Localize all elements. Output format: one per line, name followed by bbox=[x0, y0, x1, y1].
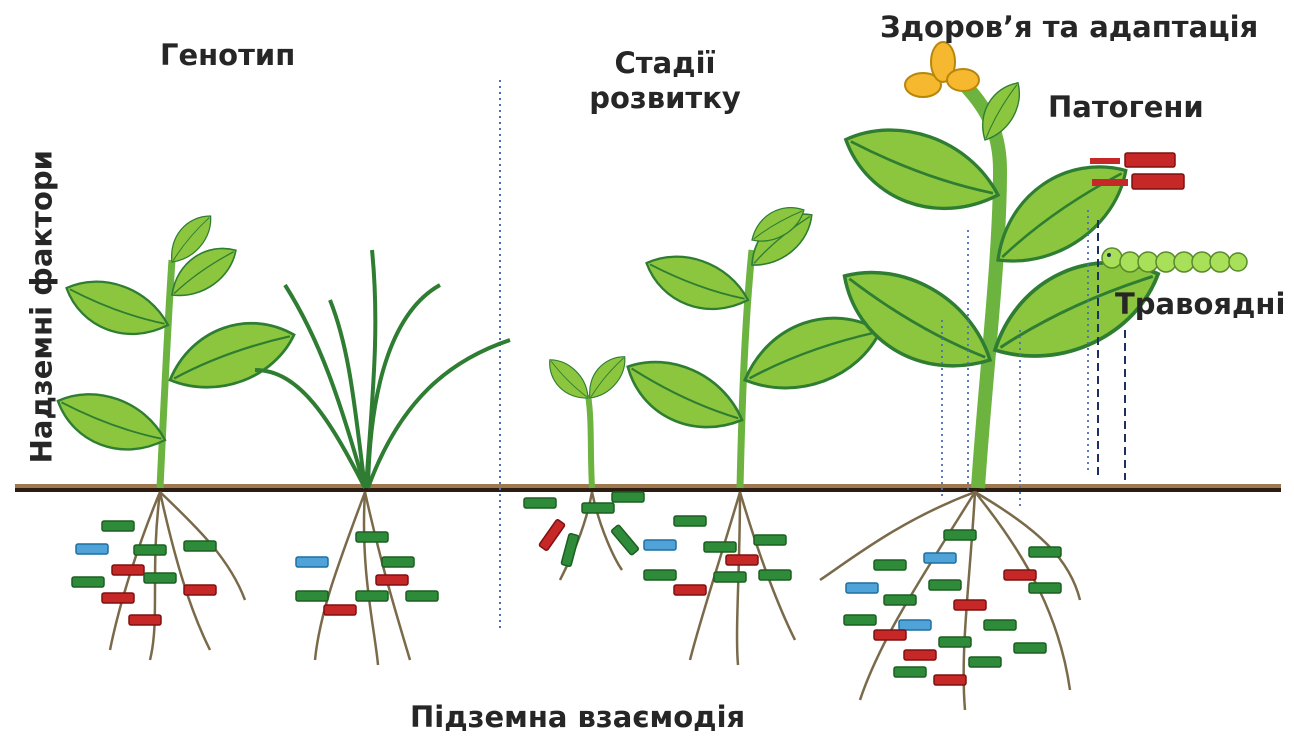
flower-icon bbox=[905, 42, 979, 97]
microbe-rod-icon bbox=[134, 545, 166, 555]
microbe-rod-icon bbox=[894, 667, 926, 677]
leaf-icon bbox=[49, 380, 173, 465]
microbe-rod-icon bbox=[324, 605, 356, 615]
microbe-rod-icon bbox=[844, 615, 876, 625]
soil-surface-line bbox=[15, 484, 1281, 492]
microbe-rod-icon bbox=[524, 498, 556, 508]
microbe-rod-icon bbox=[899, 620, 931, 630]
microbe-rod-icon bbox=[72, 577, 104, 587]
microbe-rod-icon bbox=[904, 650, 936, 660]
microbe-rod-icon bbox=[102, 593, 134, 603]
label-genotype: Генотип bbox=[160, 38, 295, 73]
broadleaf-plant bbox=[49, 207, 303, 488]
microbe-rod-icon bbox=[704, 542, 736, 552]
microbe-rod-icon bbox=[969, 657, 1001, 667]
microbe-rod-icon bbox=[924, 553, 956, 563]
microbe-rod-icon bbox=[714, 572, 746, 582]
microbe-rod-icon bbox=[944, 530, 976, 540]
label-belowground-interaction: Підземна взаємодія bbox=[410, 700, 745, 735]
microbe-rod-icon bbox=[582, 503, 614, 513]
microbe-rod-icon bbox=[144, 573, 176, 583]
microbe-rod-icon bbox=[102, 521, 134, 531]
microbe-rod-icon bbox=[934, 675, 966, 685]
microbe-rod-icon bbox=[539, 519, 566, 551]
microbe-rod-icon bbox=[939, 637, 971, 647]
microbe-rod-icon bbox=[884, 595, 916, 605]
label-pathogens: Патогени bbox=[1048, 90, 1204, 125]
microbe-rod-icon bbox=[929, 580, 961, 590]
label-aboveground-factors: Надземні фактори bbox=[25, 183, 60, 463]
microbe-rod-icon bbox=[984, 620, 1016, 630]
microbe-rod-icon bbox=[612, 492, 644, 502]
microbe-rod-icon bbox=[611, 525, 639, 556]
microbe-rod-icon bbox=[112, 565, 144, 575]
microbe-rod-icon bbox=[674, 516, 706, 526]
leaf-icon bbox=[638, 243, 755, 323]
microbe-rod-icon bbox=[356, 591, 388, 601]
microbe-rod-icon bbox=[382, 557, 414, 567]
microbe-rod-icon bbox=[376, 575, 408, 585]
leaf-icon bbox=[160, 306, 303, 404]
microbe-rod-icon bbox=[296, 557, 328, 567]
microbe-rod-icon bbox=[184, 585, 216, 595]
microbe-rod-icon bbox=[874, 630, 906, 640]
microbe-rod-icon bbox=[759, 570, 791, 580]
leaf-icon bbox=[58, 268, 175, 348]
microbe-rod-icon bbox=[1004, 570, 1036, 580]
microbe-rod-icon bbox=[674, 585, 706, 595]
label-developmental-stages: Стадії розвитку bbox=[565, 46, 765, 116]
label-herbivores: Травоядні bbox=[1115, 287, 1285, 322]
grass-plant bbox=[255, 250, 510, 488]
microbe-rod-icon bbox=[874, 560, 906, 570]
microbe-rod-icon bbox=[76, 544, 108, 554]
microbe-rod-icon bbox=[129, 615, 161, 625]
microbe-rod-icon bbox=[1014, 643, 1046, 653]
microbe-rod-icon bbox=[561, 533, 579, 566]
microbe-rod-icon bbox=[846, 583, 878, 593]
label-health-adaptation: Здоров’я та адаптація bbox=[880, 10, 1258, 45]
microbe-rod-icon bbox=[296, 591, 328, 601]
microbe-rod-icon bbox=[406, 591, 438, 601]
young-plant bbox=[615, 198, 889, 488]
microbe-rod-icon bbox=[184, 541, 216, 551]
microbe-rod-icon bbox=[954, 600, 986, 610]
microbe-rod-icon bbox=[356, 532, 388, 542]
caterpillar-icon bbox=[1102, 248, 1247, 272]
microbe-rod-icon bbox=[754, 535, 786, 545]
microbe-rod-icon bbox=[644, 540, 676, 550]
leaf-icon bbox=[615, 345, 752, 447]
microbe-rod-icon bbox=[1029, 547, 1061, 557]
seedling-plant bbox=[541, 349, 633, 488]
microbe-rod-icon bbox=[1029, 583, 1061, 593]
microbe-rod-icon bbox=[726, 555, 758, 565]
microbe-rod-icon bbox=[644, 570, 676, 580]
